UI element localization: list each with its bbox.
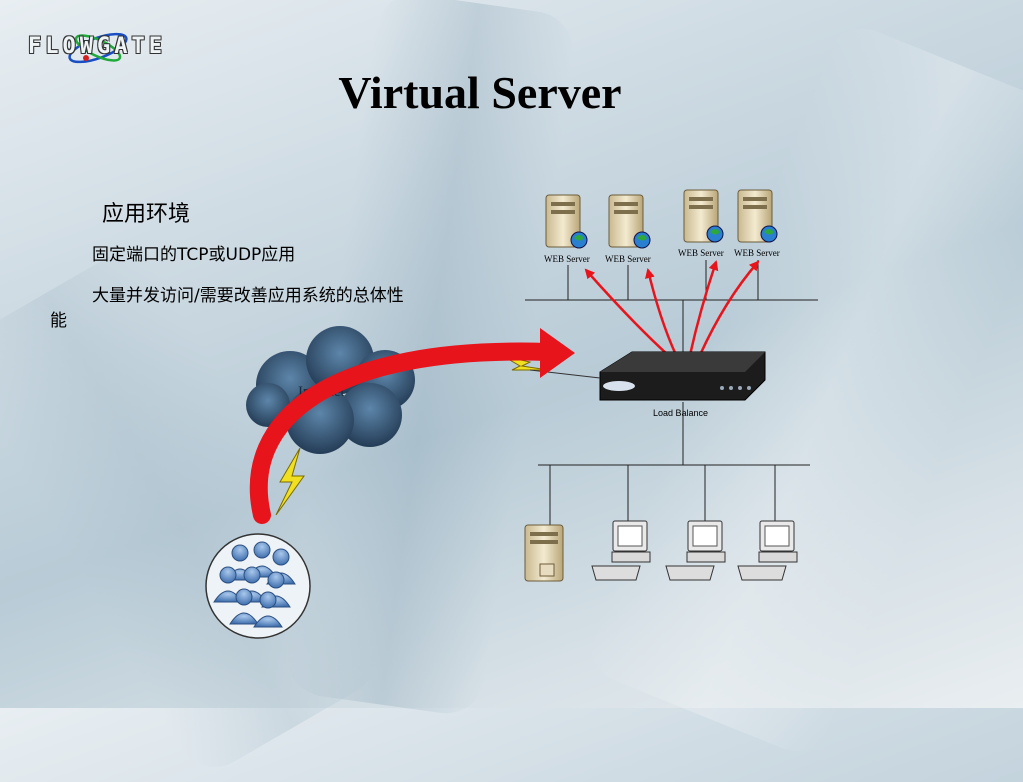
load-balancer-icon: [599, 351, 766, 401]
flowgate-logo-icon: [68, 32, 128, 64]
page-title: Virtual Server: [338, 67, 622, 118]
traffic-arrowhead: [540, 328, 575, 378]
bullet-text-2-wrap: 能: [50, 311, 67, 331]
users-group-icon: [205, 533, 311, 639]
server-label: WEB Server: [678, 248, 724, 258]
server-label: WEB Server: [605, 254, 651, 264]
logo-text: FLOWGATE: [28, 34, 166, 59]
web-server-icon: [683, 189, 724, 243]
server-tower-icon: [524, 524, 564, 582]
server-label: WEB Server: [734, 248, 780, 258]
load-balancer-label: Load Balance: [653, 408, 708, 418]
server-label: WEB Server: [544, 254, 590, 264]
web-server-icon: [608, 194, 651, 249]
lightning-bolt-icon: [275, 447, 305, 516]
desktop-computer-icon: [591, 520, 651, 581]
bullet-text-1: 固定端口的TCP或UDP应用: [92, 245, 296, 265]
section-heading: 应用环境: [102, 202, 191, 227]
desktop-computer-icon: [665, 520, 726, 581]
traffic-arrow: [249, 342, 557, 524]
desktop-computer-icon: [737, 520, 798, 581]
distribution-arrows: [584, 260, 760, 356]
network-diagram: WEB Server WEB Server WEB Server WEB Ser…: [205, 189, 818, 639]
web-server-icon: [737, 189, 778, 243]
bullet-text-2: 大量并发访问/需要改善应用系统的总体性: [92, 286, 404, 306]
web-server-icon: [545, 194, 588, 249]
